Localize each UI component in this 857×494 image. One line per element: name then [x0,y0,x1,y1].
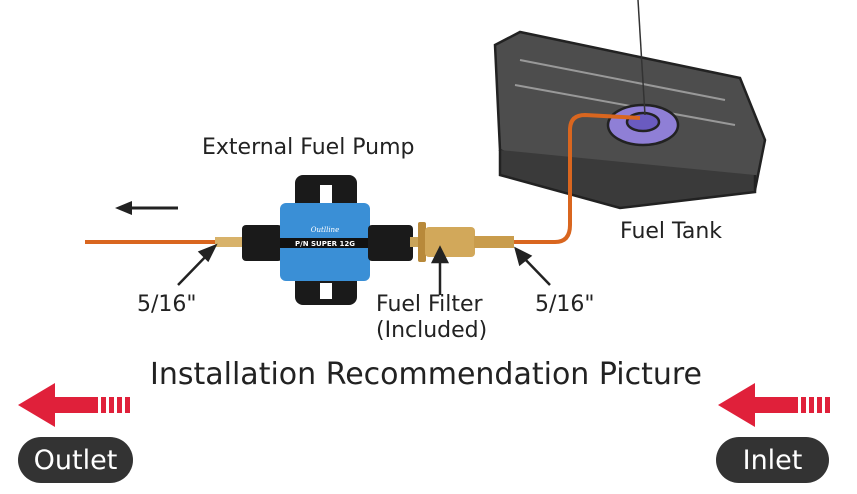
fuel-pump: P/N SUPER 12G Outlline [215,175,425,305]
filter-label: Fuel Filter [376,292,483,317]
fuel-line [85,112,641,244]
pump-brand-label: Outlline [311,226,339,234]
filter-included-label: (Included) [376,318,488,343]
diagram-title: Installation Recommendation Picture [150,357,703,392]
size-right-label: 5/16" [535,292,595,317]
size-left-label: 5/16" [137,292,197,317]
tank-label: Fuel Tank [620,219,722,244]
flow-direction-arrow [115,201,178,215]
outlet-arrow-icon [18,383,130,427]
pointer-arrows [177,243,551,295]
pump-label: External Fuel Pump [202,135,415,160]
fuel-tank [493,0,767,210]
fuel-filter [418,222,514,262]
pump-part-label: P/N SUPER 12G [295,240,355,248]
inlet-arrow-icon [718,383,830,427]
inlet-badge: Inlet [716,437,829,483]
outlet-badge: Outlet [18,437,133,483]
